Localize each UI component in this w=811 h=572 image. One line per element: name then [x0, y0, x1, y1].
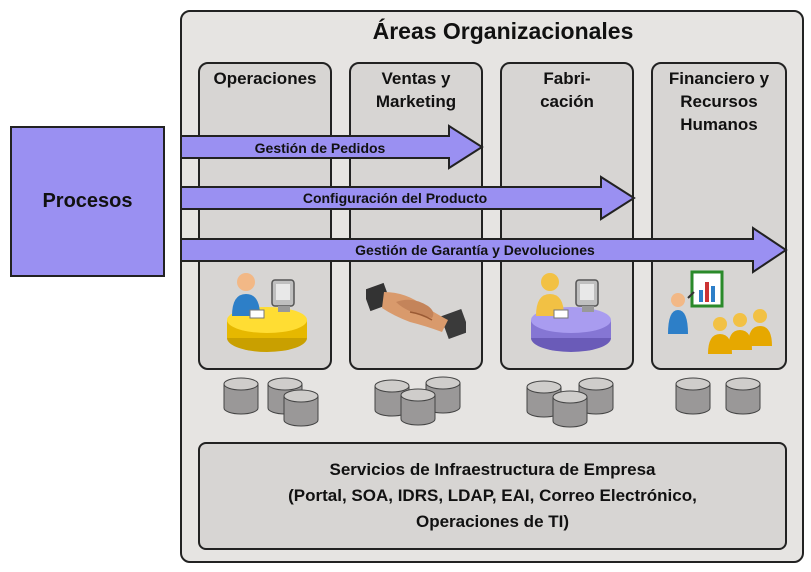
database-icon	[283, 389, 319, 427]
procesos-label: Procesos	[42, 190, 133, 212]
arrow-label-garantia: Gestión de Garantía y Devoluciones	[355, 242, 595, 258]
arrow-label-gestion-pedidos: Gestión de Pedidos	[254, 140, 386, 156]
area-label-ventas: Ventas y Marketing	[375, 69, 457, 111]
infrastructure-text: Servicios de Infraestructura de Empresa …	[198, 457, 787, 535]
presentation-audience-icon	[668, 270, 772, 354]
area-label-fabricacion: Fabri- cación	[540, 69, 594, 111]
infrastructure-line2: (Portal, SOA, IDRS, LDAP, EAI, Correo El…	[288, 486, 697, 505]
arrow-gestion-pedidos	[180, 124, 484, 170]
infrastructure-line1: Servicios de Infraestructura de Empresa	[329, 460, 656, 479]
infrastructure-line3: Operaciones de TI)	[415, 512, 570, 531]
arrow-label-configuracion: Configuración del Producto	[302, 190, 488, 206]
database-icon	[552, 390, 588, 428]
infrastructure-box	[198, 442, 787, 550]
arrow-gestion-garantia	[180, 226, 788, 274]
user-at-desk-icon	[531, 273, 611, 352]
database-icon	[725, 377, 761, 415]
diagram-title: Áreas Organizacionales	[372, 18, 634, 44]
procesos-box: Procesos	[10, 126, 165, 277]
area-label-operaciones: Operaciones	[213, 69, 317, 88]
area-label-financiero: Financiero y Recursos Humanos	[668, 69, 770, 134]
arrow-configuracion-producto	[180, 175, 636, 221]
database-icon	[400, 388, 436, 426]
database-icon	[223, 377, 259, 415]
database-icon	[675, 377, 711, 415]
user-at-desk-icon	[227, 273, 307, 352]
handshake-icon	[366, 282, 466, 340]
